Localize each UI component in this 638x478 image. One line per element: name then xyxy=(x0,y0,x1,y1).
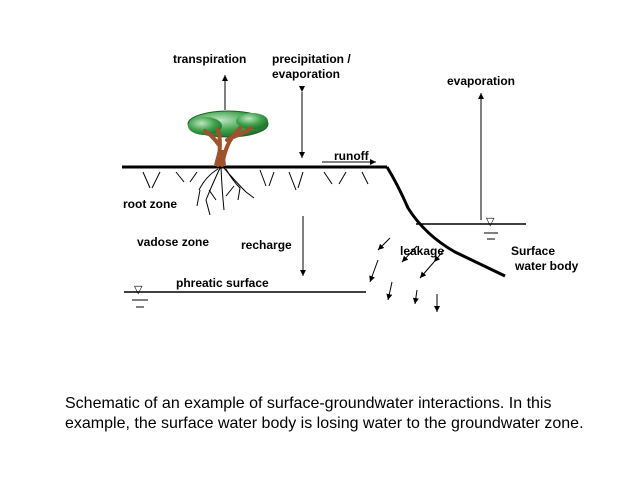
label-water-body: water body xyxy=(514,259,579,273)
label-surface: Surface xyxy=(511,244,555,258)
stream-bank-line xyxy=(385,166,506,278)
leakage-arrows xyxy=(369,237,445,312)
label-root-zone: root zone xyxy=(123,197,177,211)
figure-caption: Schematic of an example of surface-groun… xyxy=(65,395,584,432)
svg-text:▽: ▽ xyxy=(486,215,495,228)
phreatic-water-table-icon: ▽ xyxy=(132,283,148,308)
svg-text:▽: ▽ xyxy=(134,283,143,296)
root-zone-hash-marks xyxy=(142,169,369,191)
label-evaporation: evaporation xyxy=(447,74,515,88)
label-transpiration: transpiration xyxy=(173,52,246,66)
tree-roots xyxy=(196,167,255,216)
tree-illustration xyxy=(187,110,269,167)
label-runoff: runoff xyxy=(334,149,370,163)
label-precipitation: precipitation / xyxy=(272,52,351,66)
surface-water-table-icon: ▽ xyxy=(484,215,498,240)
label-vadose-zone: vadose zone xyxy=(137,235,209,249)
label-evaporation-sub: evaporation xyxy=(272,67,340,81)
surface-groundwater-diagram: ▽ ▽ xyxy=(122,52,579,312)
label-recharge: recharge xyxy=(241,238,292,252)
label-phreatic-surface: phreatic surface xyxy=(176,276,269,290)
label-leakage: leakage xyxy=(400,244,444,258)
